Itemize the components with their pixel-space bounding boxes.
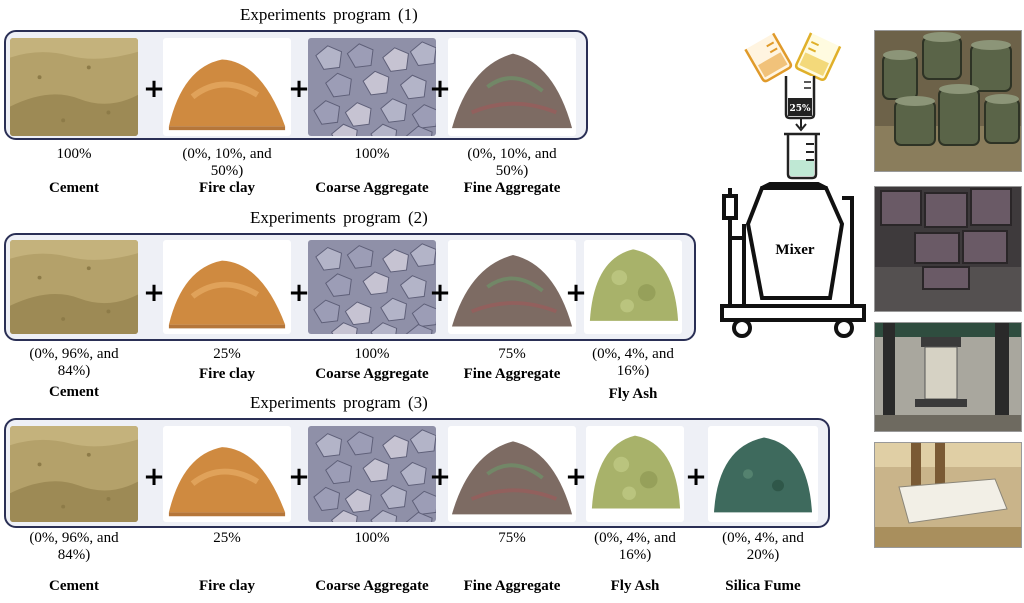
coarse-aggregate-name: Coarse Aggregate <box>315 578 429 594</box>
coarse-aggregate-percent: 100% <box>354 530 390 546</box>
coarse-aggregate-percent: 100% <box>354 146 390 162</box>
plus-icon: + <box>288 74 310 104</box>
plus-icon: + <box>429 278 451 308</box>
coarse-aggregate-percent: 100% <box>354 346 390 362</box>
coarse-aggregate-image <box>308 240 436 334</box>
fly-ash-name: Fly Ash <box>610 578 660 594</box>
fine-aggregate-image <box>448 426 576 522</box>
fly-ash-percent: (0%, 4%, and 16%) <box>594 530 676 563</box>
specimen-molds-photo <box>874 30 1022 172</box>
fine-aggregate-name: Fine Aggregate <box>463 578 561 594</box>
cement-image <box>10 426 138 522</box>
cement-image <box>10 38 138 136</box>
silica-fume-image <box>708 426 818 522</box>
fine-aggregate-name: Fine Aggregate <box>463 366 561 382</box>
plus-icon: + <box>288 462 310 492</box>
graduated-beaker-icon <box>780 132 824 180</box>
fire-clay-image <box>163 426 291 522</box>
fine-aggregate-image <box>448 240 576 334</box>
plus-icon: + <box>143 278 165 308</box>
coarse-aggregate-image <box>308 426 436 522</box>
plus-icon: + <box>685 462 707 492</box>
plus-icon: + <box>143 462 165 492</box>
fly-ash-name: Fly Ash <box>608 386 658 402</box>
program-1-title: Experiments program (1) <box>240 5 418 24</box>
fly-ash-percent: (0%, 4%, and 16%) <box>592 346 674 379</box>
fire-clay-percent: 25% <box>213 346 241 362</box>
silica-fume-percent: (0%, 4%, and 20%) <box>722 530 804 563</box>
cement-name: Cement <box>49 384 99 400</box>
cement-name: Cement <box>49 578 99 594</box>
fire-clay-name: Fire clay <box>199 578 255 594</box>
plus-icon: + <box>429 462 451 492</box>
fire-clay-image <box>163 240 291 334</box>
coarse-aggregate-name: Coarse Aggregate <box>315 180 429 196</box>
cement-percent: (0%, 96%, and 84%) <box>29 530 119 563</box>
plus-icon: + <box>429 74 451 104</box>
silica-fume-name: Silica Fume <box>725 578 801 594</box>
fire-clay-percent: 25% <box>213 530 241 546</box>
cured-blocks-photo <box>874 186 1022 312</box>
fine-aggregate-percent: (0%, 10%, and 50%) <box>467 146 557 179</box>
mixing-beaker-icon: 25% <box>780 72 820 122</box>
plus-icon: + <box>143 74 165 104</box>
fire-clay-percent: (0%, 10%, and 50%) <box>182 146 272 179</box>
coarse-aggregate-image <box>308 38 436 136</box>
fine-aggregate-percent: 75% <box>498 530 526 546</box>
flexural-test-photo <box>874 442 1022 548</box>
plus-icon: + <box>288 278 310 308</box>
cement-percent: (0%, 96%, and 84%) <box>29 346 119 379</box>
cement-image <box>10 240 138 334</box>
down-arrow-icon <box>792 118 810 132</box>
beakers-pouring-icon: + <box>742 28 842 90</box>
mixer-label: Mixer <box>775 242 814 258</box>
fine-aggregate-name: Fine Aggregate <box>463 180 561 196</box>
fire-clay-image <box>163 38 291 136</box>
program-3-title: Experiments program (3) <box>250 393 428 412</box>
fine-aggregate-image <box>448 38 576 136</box>
compression-test-photo <box>874 322 1022 432</box>
plus-icon: + <box>565 462 587 492</box>
beaker-percent-label: 25% <box>789 104 811 114</box>
concrete-mixer-icon: Mixer <box>718 178 868 343</box>
fine-aggregate-percent: 75% <box>498 346 526 362</box>
fire-clay-name: Fire clay <box>199 366 255 382</box>
program-2-title: Experiments program (2) <box>250 208 428 227</box>
plus-icon: + <box>565 278 587 308</box>
fly-ash-image <box>586 426 684 522</box>
fire-clay-name: Fire clay <box>199 180 255 196</box>
cement-name: Cement <box>49 180 99 196</box>
fly-ash-image <box>584 240 682 334</box>
cement-percent: 100% <box>56 146 92 162</box>
coarse-aggregate-name: Coarse Aggregate <box>315 366 429 382</box>
